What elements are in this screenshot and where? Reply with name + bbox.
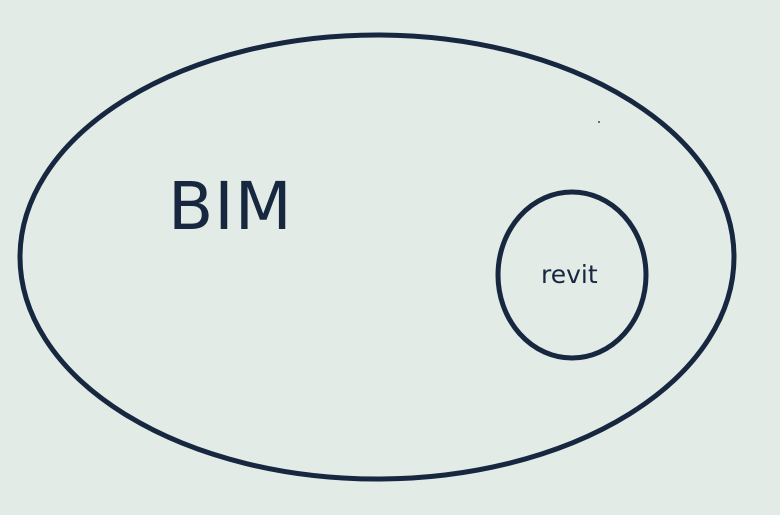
bim-label: BIM	[168, 168, 293, 245]
stray-dot	[598, 121, 600, 123]
revit-label: revit	[541, 260, 598, 289]
revit-inner-ellipse	[495, 189, 649, 361]
bim-outer-ellipse	[17, 32, 737, 482]
